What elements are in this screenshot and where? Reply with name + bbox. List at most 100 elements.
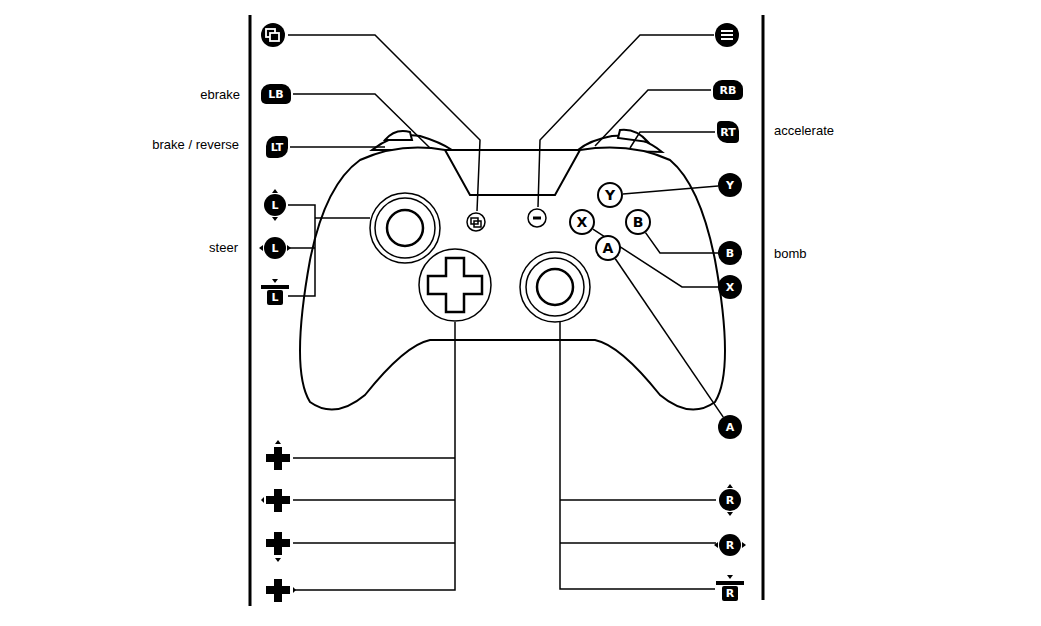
direction-arrows-part	[259, 245, 263, 251]
view-menu-icons-part	[721, 30, 733, 32]
leader-lines-part	[293, 499, 455, 501]
stick-icon: R	[719, 489, 741, 511]
leader-lines-part	[630, 132, 715, 148]
direction-arrows-part	[287, 245, 291, 251]
view-menu-icons-part	[261, 23, 285, 47]
stick-click-icon: L	[267, 290, 283, 305]
direction-arrows-part	[714, 542, 718, 548]
button-letter: B	[633, 215, 644, 229]
dpad-icons-part	[266, 489, 290, 512]
button-letter: LT	[271, 142, 284, 153]
button-letter: R	[726, 588, 734, 599]
leader-lines-part	[288, 35, 480, 211]
view-menu-icons-part	[721, 38, 733, 40]
face-button: X	[569, 209, 595, 235]
stick-icon: L	[264, 237, 286, 259]
face-button: B	[625, 209, 651, 235]
face-button: A	[595, 235, 621, 261]
dpad-icons-part	[266, 447, 290, 470]
sticks-and-dpad-part	[537, 269, 573, 305]
bumper-icon: RB	[713, 80, 743, 100]
direction-arrows-part	[727, 512, 733, 516]
button-letter: L	[271, 243, 278, 254]
sticks-and-dpad-part	[526, 258, 584, 316]
direction-arrows-part	[727, 575, 733, 579]
button-letter: L	[271, 200, 278, 211]
button-icon: Y	[718, 173, 742, 197]
control-label: brake / reverse	[152, 137, 239, 153]
button-letter: X	[726, 282, 734, 293]
controller-body-part	[445, 149, 580, 151]
button-letter: Y	[605, 188, 615, 202]
button-letter: RT	[720, 127, 735, 138]
control-label: accelerate	[774, 123, 834, 139]
button-icon: X	[718, 275, 742, 299]
button-letter: LB	[268, 89, 283, 100]
stick-icon: L	[264, 194, 286, 216]
sticks-and-dpad-part	[428, 258, 482, 312]
leader-lines-part	[595, 90, 711, 146]
button-letter: Y	[726, 180, 734, 191]
sticks-and-dpad-part	[528, 209, 546, 227]
leader-lines-part	[293, 542, 455, 544]
button-letter: A	[726, 422, 735, 433]
view-menu-icons-part	[270, 33, 279, 41]
sticks-and-dpad-part	[533, 217, 541, 220]
stick-click-icon: R	[722, 586, 738, 601]
controller-body-part	[385, 131, 412, 140]
control-label: steer	[209, 240, 238, 256]
button-icon: B	[718, 241, 742, 265]
sticks-and-dpad-part	[474, 221, 481, 227]
leader-line	[593, 229, 718, 287]
leader-line	[623, 186, 718, 194]
sticks-and-dpad-part	[520, 252, 590, 322]
dpad-icons-part	[293, 587, 296, 593]
control-label: ebrake	[200, 87, 240, 103]
leader-lines-part	[288, 247, 315, 249]
trigger-icon: LT	[266, 136, 288, 158]
leader-lines-part	[538, 35, 714, 207]
leader-lines-part	[293, 322, 455, 590]
stick-icon: R	[719, 534, 741, 556]
frame-lines	[250, 15, 763, 606]
leader-lines-part	[290, 146, 385, 148]
dpad-icons-part	[275, 440, 281, 444]
sticks-and-dpad-part	[467, 213, 485, 231]
leader-lines-part	[293, 94, 430, 148]
frame-lines-part	[249, 15, 252, 606]
leader-lines-part	[293, 457, 455, 459]
sticks-and-dpad-part	[375, 198, 435, 258]
dpad-icons	[261, 440, 296, 602]
leader-lines-part	[560, 322, 715, 589]
control-label: bomb	[774, 246, 807, 262]
sticks-and-dpad-part	[387, 210, 423, 246]
button-letter: L	[271, 292, 278, 303]
sticks-and-dpad-part	[419, 249, 491, 321]
button-letter: B	[726, 248, 734, 259]
direction-arrows-part	[716, 581, 744, 585]
leader-lines-part	[288, 205, 315, 296]
dpad-icons-part	[266, 532, 290, 555]
leader-lines-part	[560, 499, 716, 501]
leader-line	[646, 233, 718, 253]
trigger-icon: RT	[717, 121, 739, 143]
dpad-icons-part	[266, 579, 290, 602]
button-letter: A	[603, 241, 614, 255]
leader-line	[615, 259, 723, 417]
direction-arrows-part	[742, 542, 746, 548]
direction-arrows-part	[727, 484, 733, 488]
button-letter: RB	[720, 85, 737, 96]
leader-lines-part	[315, 217, 370, 219]
sticks-and-dpad-part	[370, 193, 440, 263]
button-letter: R	[726, 540, 734, 551]
view-menu-icons	[261, 23, 739, 47]
bumper-icon: LB	[261, 84, 291, 104]
direction-arrows-part	[261, 285, 289, 289]
direction-arrows-part	[272, 217, 278, 221]
dpad-icons-part	[275, 558, 281, 562]
face-button: Y	[597, 182, 623, 208]
direction-arrows-part	[272, 279, 278, 283]
dpad-icons-part	[261, 497, 264, 503]
